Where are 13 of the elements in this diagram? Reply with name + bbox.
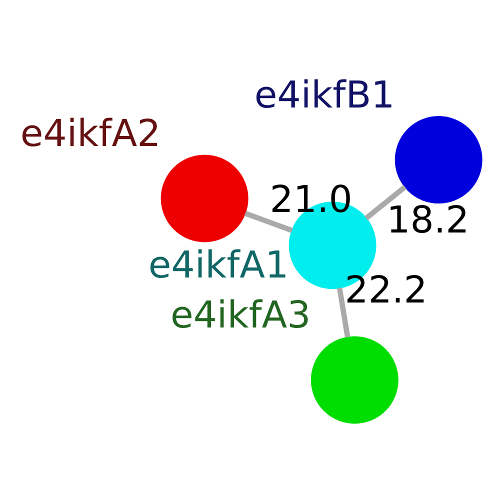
- node-circle: [160, 154, 248, 242]
- edge-label: 18.2: [386, 198, 470, 242]
- node-label: e4ikfB1: [254, 73, 395, 116]
- node-circle: [310, 336, 398, 424]
- node-label: e4ikfA1: [148, 244, 289, 287]
- node-label: e4ikfA2: [20, 112, 161, 155]
- connector: [336, 288, 350, 338]
- connector: [244, 210, 293, 233]
- edge-label: 22.2: [344, 268, 428, 312]
- node-label: e4ikfA3: [170, 293, 311, 336]
- node-circle: [394, 116, 482, 204]
- edge-label: 21.0: [270, 178, 352, 221]
- connector: [364, 184, 407, 220]
